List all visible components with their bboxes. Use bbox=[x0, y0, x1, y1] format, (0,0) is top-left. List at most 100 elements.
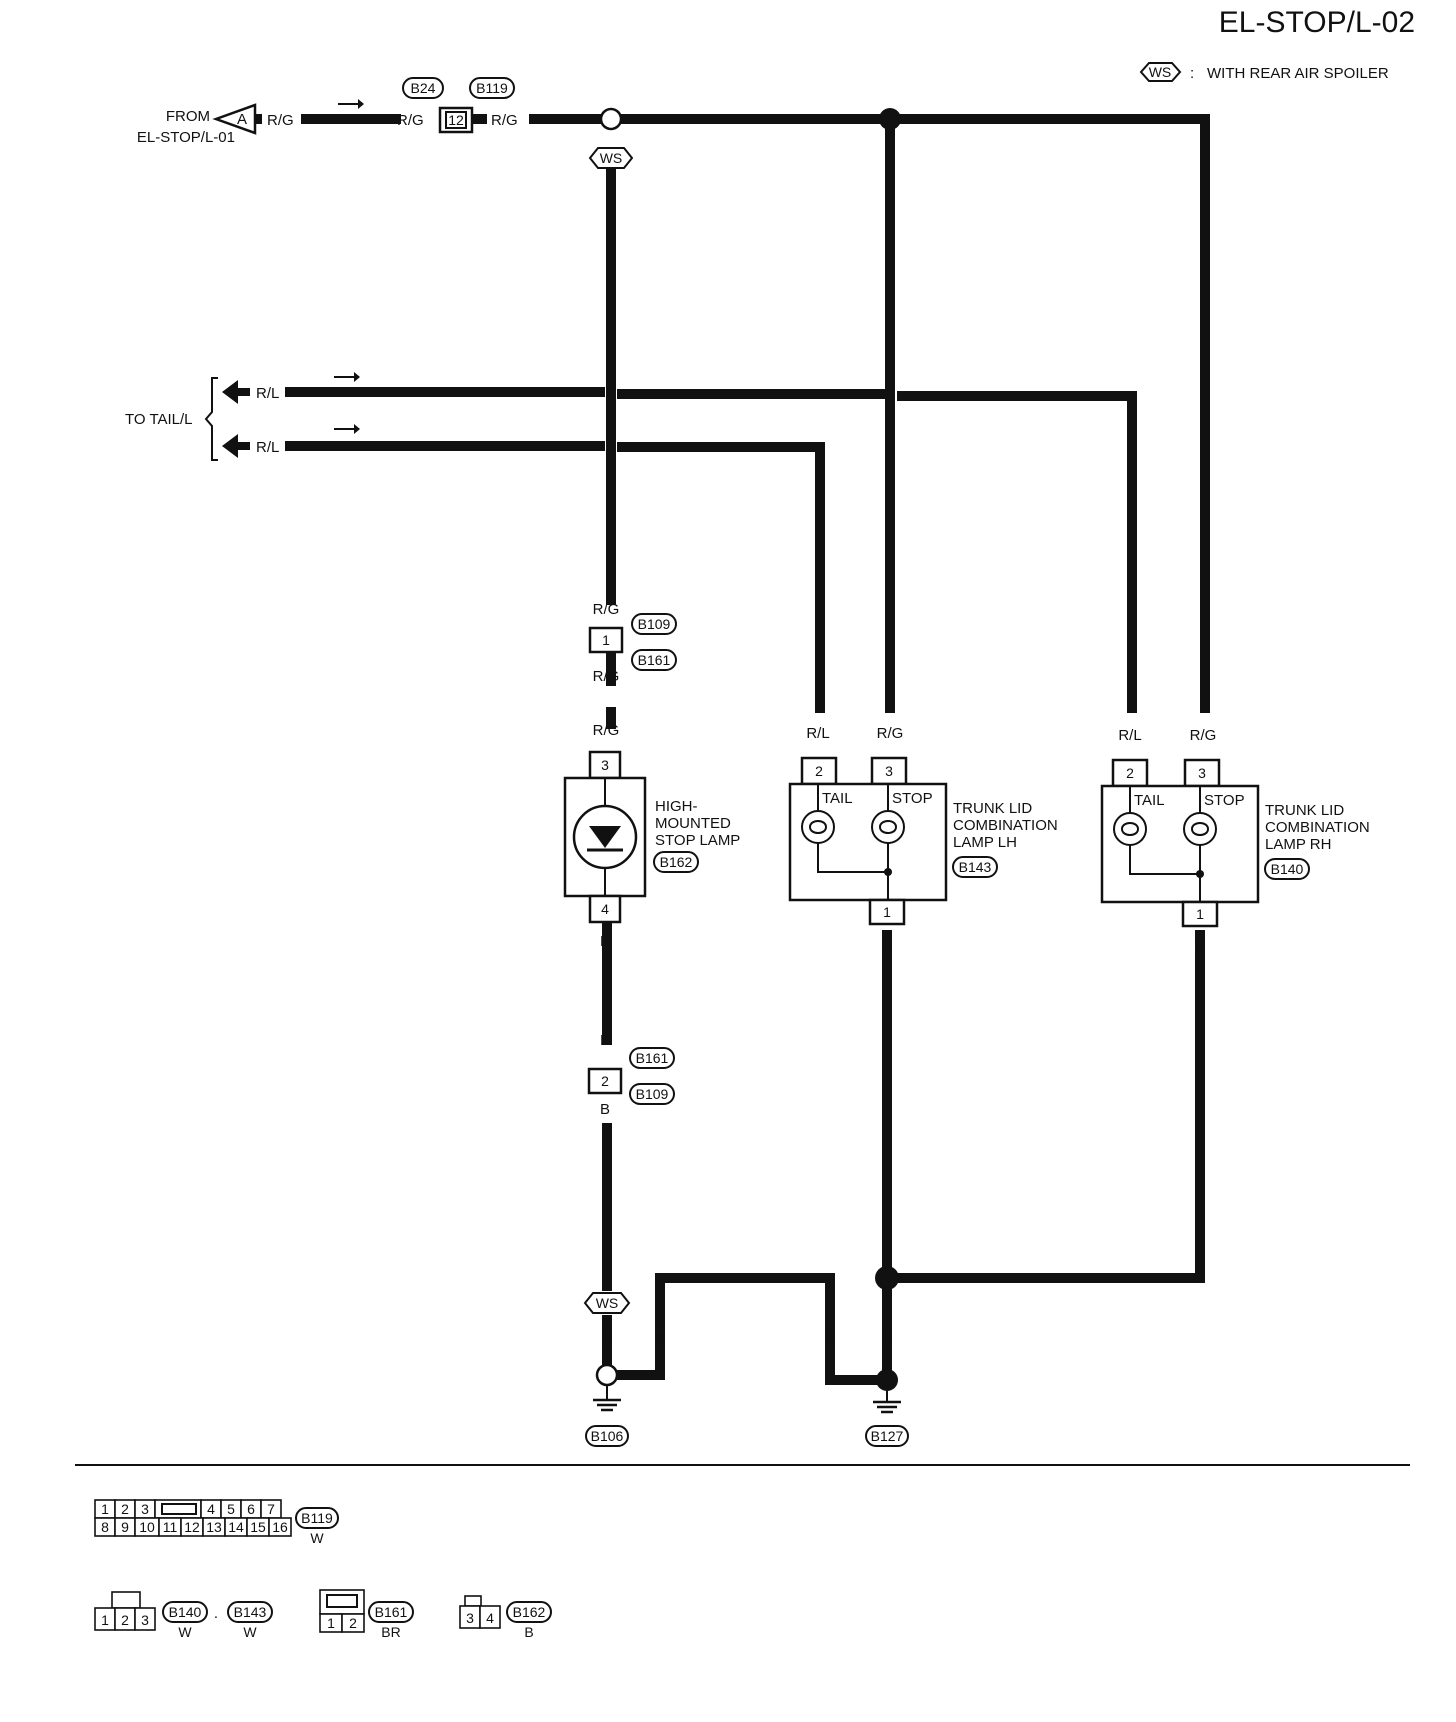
rh-pin-stop-box bbox=[1183, 758, 1221, 788]
high-mounted-stop-lamp: 3 4 HIGH- MOUNTED STOP LAMP B162 B bbox=[563, 750, 740, 950]
wire-color-rg-4: R/G bbox=[593, 601, 620, 618]
rh-stop-filament bbox=[1191, 822, 1210, 836]
wires bbox=[285, 114, 1210, 1385]
b162-id: B162 bbox=[513, 1604, 546, 1620]
from-connector: FROM EL-STOP/L-01 A R/G bbox=[137, 99, 364, 146]
rh-tail-label: TAIL bbox=[1134, 792, 1165, 809]
b143-color: W bbox=[243, 1624, 257, 1640]
lh-label-3: LAMP LH bbox=[953, 834, 1017, 851]
connector-id-b162-label: B162 bbox=[660, 854, 693, 870]
trunk-lid-lamp-lh: R/L R/G 2 3 TAIL STOP 1 B TRUNK LID COMB… bbox=[788, 725, 1058, 953]
b140-pin: 3 bbox=[141, 1612, 149, 1628]
wire-b-rh bbox=[882, 930, 1205, 1283]
connector-view-b119: 1 2 3 4 5 6 7 8 9 10 11 12 13 14 15 16 B… bbox=[94, 1499, 339, 1546]
ws-tag-bottom-label: WS bbox=[596, 1295, 619, 1311]
rh-pin-stop: 3 bbox=[1198, 765, 1206, 781]
rh-label-3: LAMP RH bbox=[1265, 836, 1331, 853]
b161-pin: 1 bbox=[327, 1615, 335, 1631]
wire-rl-upper-3 bbox=[897, 391, 1137, 713]
inline-connector-pin: 12 bbox=[448, 112, 464, 128]
wire-color-rg-3: R/G bbox=[491, 112, 518, 129]
connector-id-b161-bottom-label: B161 bbox=[636, 1050, 669, 1066]
connector-id-b143-label: B143 bbox=[959, 859, 992, 875]
b140-pin: 2 bbox=[121, 1612, 129, 1628]
b140-id-pill bbox=[162, 1601, 208, 1623]
hmsl-label-3: STOP LAMP bbox=[655, 832, 740, 849]
b143-id-pill bbox=[227, 1601, 273, 1623]
connector-id-b143 bbox=[952, 856, 998, 878]
rh-stop-bulb-icon bbox=[1183, 812, 1217, 846]
b119-pin: 14 bbox=[228, 1519, 244, 1535]
lh-pin-stop: 3 bbox=[885, 763, 893, 779]
flow-arrow-lower-icon bbox=[334, 424, 360, 434]
ground-b127-point bbox=[876, 1369, 898, 1391]
junction-open-ws bbox=[599, 107, 623, 131]
b161-id-pill bbox=[368, 1601, 414, 1623]
b119-pin: 13 bbox=[206, 1519, 222, 1535]
flow-arrow-upper-icon bbox=[334, 372, 360, 382]
b140-cell bbox=[134, 1607, 156, 1631]
wire-color-rl-upper: R/L bbox=[256, 385, 279, 402]
rh-stop-label: STOP bbox=[1204, 792, 1245, 809]
b162-pin: 3 bbox=[466, 1610, 474, 1626]
b119-id-pill bbox=[295, 1507, 339, 1529]
b119-pin: 4 bbox=[207, 1501, 215, 1517]
b119-pin: 7 bbox=[267, 1501, 275, 1517]
b119-pin: 10 bbox=[139, 1519, 155, 1535]
hmsl-diode-icon bbox=[589, 826, 621, 848]
b161-color: BR bbox=[381, 1624, 400, 1640]
lh-tail-filament bbox=[809, 820, 828, 834]
ws-tag-bottom bbox=[583, 1292, 631, 1314]
b119-pin: 5 bbox=[227, 1501, 235, 1517]
ws-tag-top bbox=[588, 147, 634, 169]
connector-id-b109-top bbox=[631, 613, 677, 635]
to-tail-stub-upper bbox=[236, 388, 250, 396]
rh-label-1: TRUNK LID bbox=[1265, 802, 1344, 819]
wire-color-b-1: B bbox=[600, 933, 610, 950]
from-label-1: FROM bbox=[166, 108, 210, 125]
connector-id-b161-top-label: B161 bbox=[638, 652, 671, 668]
b140-id: B140 bbox=[169, 1604, 202, 1620]
wire-color-rg-lh: R/G bbox=[877, 725, 904, 742]
b161-latch-icon bbox=[326, 1594, 358, 1608]
b119-pin: 15 bbox=[250, 1519, 266, 1535]
hmsl-pin-out-box bbox=[588, 894, 622, 924]
wire-color-b-g2: B bbox=[655, 1329, 665, 1346]
lh-pin-tail: 2 bbox=[815, 763, 823, 779]
connector-id-b109-top-label: B109 bbox=[638, 616, 671, 632]
connector-id-b109-bottom bbox=[629, 1083, 675, 1105]
hmsl-label-2: MOUNTED bbox=[655, 815, 731, 832]
rh-tail-filament bbox=[1121, 822, 1140, 836]
to-tail-stub-lower bbox=[236, 442, 250, 450]
lh-internal-junction bbox=[884, 868, 892, 876]
wire-color-b-g3: B bbox=[825, 1329, 835, 1346]
legend-ws-symbol bbox=[1139, 62, 1182, 82]
b162-latch-icon bbox=[464, 1595, 482, 1607]
inline-connector-b24-b119: R/G 12 R/G B24 B119 bbox=[397, 77, 518, 134]
joint-top-box bbox=[588, 626, 624, 654]
page-code: EL-STOP/L-02 bbox=[1219, 6, 1415, 39]
hmsl-pin-in-box bbox=[588, 750, 622, 780]
connector-id-b119-label: B119 bbox=[476, 80, 508, 96]
connector-id-b162 bbox=[653, 851, 699, 873]
b140-pin: 1 bbox=[101, 1612, 109, 1628]
b143-id: B143 bbox=[234, 1604, 267, 1620]
b161-pin: 2 bbox=[349, 1615, 357, 1631]
hmsl-pin-in: 3 bbox=[601, 757, 609, 773]
ground-b127-icon bbox=[873, 1391, 901, 1414]
b162-cell bbox=[479, 1605, 501, 1629]
b119-latch-icon bbox=[161, 1503, 197, 1515]
to-tail-arrow-lower bbox=[222, 434, 238, 458]
to-tail-arrow-upper bbox=[222, 380, 238, 404]
b119-pin: 9 bbox=[121, 1519, 129, 1535]
rh-label-2: COMBINATION bbox=[1265, 819, 1370, 836]
joint-connector-top: R/G 1 B109 B161 R/G R/G bbox=[588, 601, 677, 739]
junction-rg-bus bbox=[879, 108, 901, 130]
lh-stop-label: STOP bbox=[892, 790, 933, 807]
wire-color-rg-1: R/G bbox=[267, 112, 294, 129]
wire-color-rl-rh: R/L bbox=[1118, 727, 1141, 744]
ground-id-b106 bbox=[585, 1425, 629, 1447]
b162-color: B bbox=[524, 1624, 533, 1640]
wire-color-b-g1: B bbox=[602, 1329, 612, 1346]
junction-ground-bus bbox=[875, 1266, 899, 1290]
